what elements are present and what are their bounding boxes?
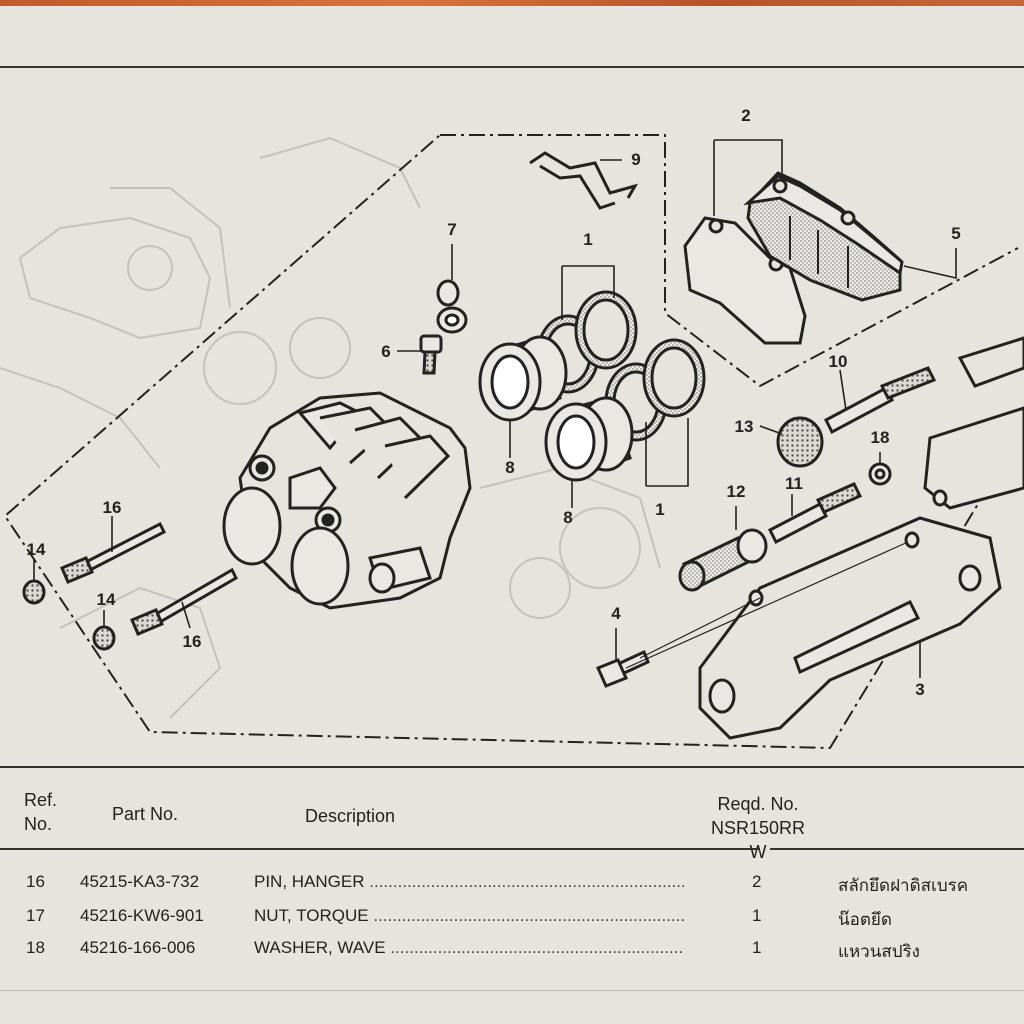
top-rule — [0, 66, 1024, 68]
row-description: PIN, HANGER — [254, 872, 684, 892]
callout-11: 11 — [785, 474, 803, 493]
row-description: WASHER, WAVE — [254, 938, 684, 958]
header-part-no: Part No. — [112, 804, 179, 824]
header-bottom-rule-right — [770, 848, 1024, 850]
row-part-no: 45215-KA3-732 — [80, 872, 200, 891]
row-ref: 16 — [26, 872, 45, 891]
piston-seal-set — [536, 290, 706, 442]
header-reqd-line1: Reqd. No. — [717, 794, 799, 814]
brake-caliper-exploded-diagram — [0, 134, 1024, 750]
row-description: NUT, TORQUE — [254, 906, 684, 926]
callout-9: 9 — [631, 150, 641, 169]
callout-18: 18 — [870, 428, 890, 447]
header-ref-line1: Ref. — [24, 790, 58, 810]
callout-1-bottom: 1 — [655, 500, 665, 519]
callout-5: 5 — [951, 224, 961, 243]
callout-16-bottom: 16 — [182, 632, 202, 651]
pad-spring — [529, 151, 639, 210]
sliding-pin-upper — [824, 366, 937, 435]
callout-14-right: 14 — [96, 590, 116, 609]
callout-6: 6 — [381, 342, 391, 361]
header-bottom-rule — [0, 848, 760, 850]
callout-14-left: 14 — [26, 540, 46, 559]
row-ref: 17 — [26, 906, 45, 925]
callout-8-left: 8 — [505, 458, 515, 477]
table-row: 17 45216-KW6-901 NUT, TORQUE 1 น๊อตยึด — [0, 902, 1024, 932]
brake-pad-set — [683, 171, 904, 345]
header-description: Description — [305, 806, 396, 826]
callout-leaders — [33, 139, 957, 678]
row-ref: 18 — [26, 938, 45, 957]
callout-1-top: 1 — [583, 230, 593, 249]
nuts — [22, 579, 116, 651]
callout-13: 13 — [734, 417, 754, 436]
row-part-no: 45216-166-006 — [80, 938, 196, 957]
header-reqd-no: Reqd. No. NSR150RR W — [706, 792, 810, 864]
table-row: 18 45216-166-006 WASHER, WAVE 1 แหวนสปริ… — [0, 934, 1024, 964]
header-reqd-line2: NSR150RR — [710, 818, 806, 838]
caliper-body — [222, 391, 472, 610]
callout-16-top: 16 — [102, 498, 122, 517]
callout-12: 12 — [726, 482, 746, 501]
table-row: 16 45215-KA3-732 PIN, HANGER 2 สลักยึดฝา… — [0, 868, 1024, 898]
pin-boot-lower — [678, 528, 768, 592]
callout-4: 4 — [611, 604, 621, 623]
page-edge-strip — [0, 0, 1024, 6]
bleeder-valve — [419, 279, 468, 375]
header-ref-line2: No. — [24, 814, 53, 834]
table-top-rule — [0, 766, 1024, 768]
header-reqd-line3: W — [749, 842, 767, 862]
header-ref: Ref. No. — [24, 788, 57, 836]
sliding-pin-lower — [767, 482, 863, 545]
callout-8-right: 8 — [563, 508, 573, 527]
hanger-pins — [60, 521, 238, 636]
row-thai-name: แหวนสปริง — [838, 942, 920, 962]
callout-7: 7 — [447, 220, 457, 239]
caliper-bracket — [698, 336, 1024, 740]
wave-washer — [868, 462, 892, 486]
row-qty: 1 — [752, 906, 762, 925]
row-qty: 2 — [752, 872, 762, 891]
callout-2: 2 — [741, 106, 751, 125]
ghost-background-drawing — [0, 136, 661, 719]
pin-boot — [776, 416, 824, 468]
callout-3: 3 — [915, 680, 925, 699]
caliper-pistons — [478, 335, 634, 482]
ghost-row-line — [0, 990, 1024, 991]
row-thai-name: น๊อตยึด — [838, 910, 892, 930]
row-thai-name: สลักยึดฝาดิสเบรค — [838, 876, 969, 896]
row-qty: 1 — [752, 938, 762, 957]
callout-10: 10 — [828, 352, 848, 371]
row-part-no: 45216-KW6-901 — [80, 906, 204, 925]
